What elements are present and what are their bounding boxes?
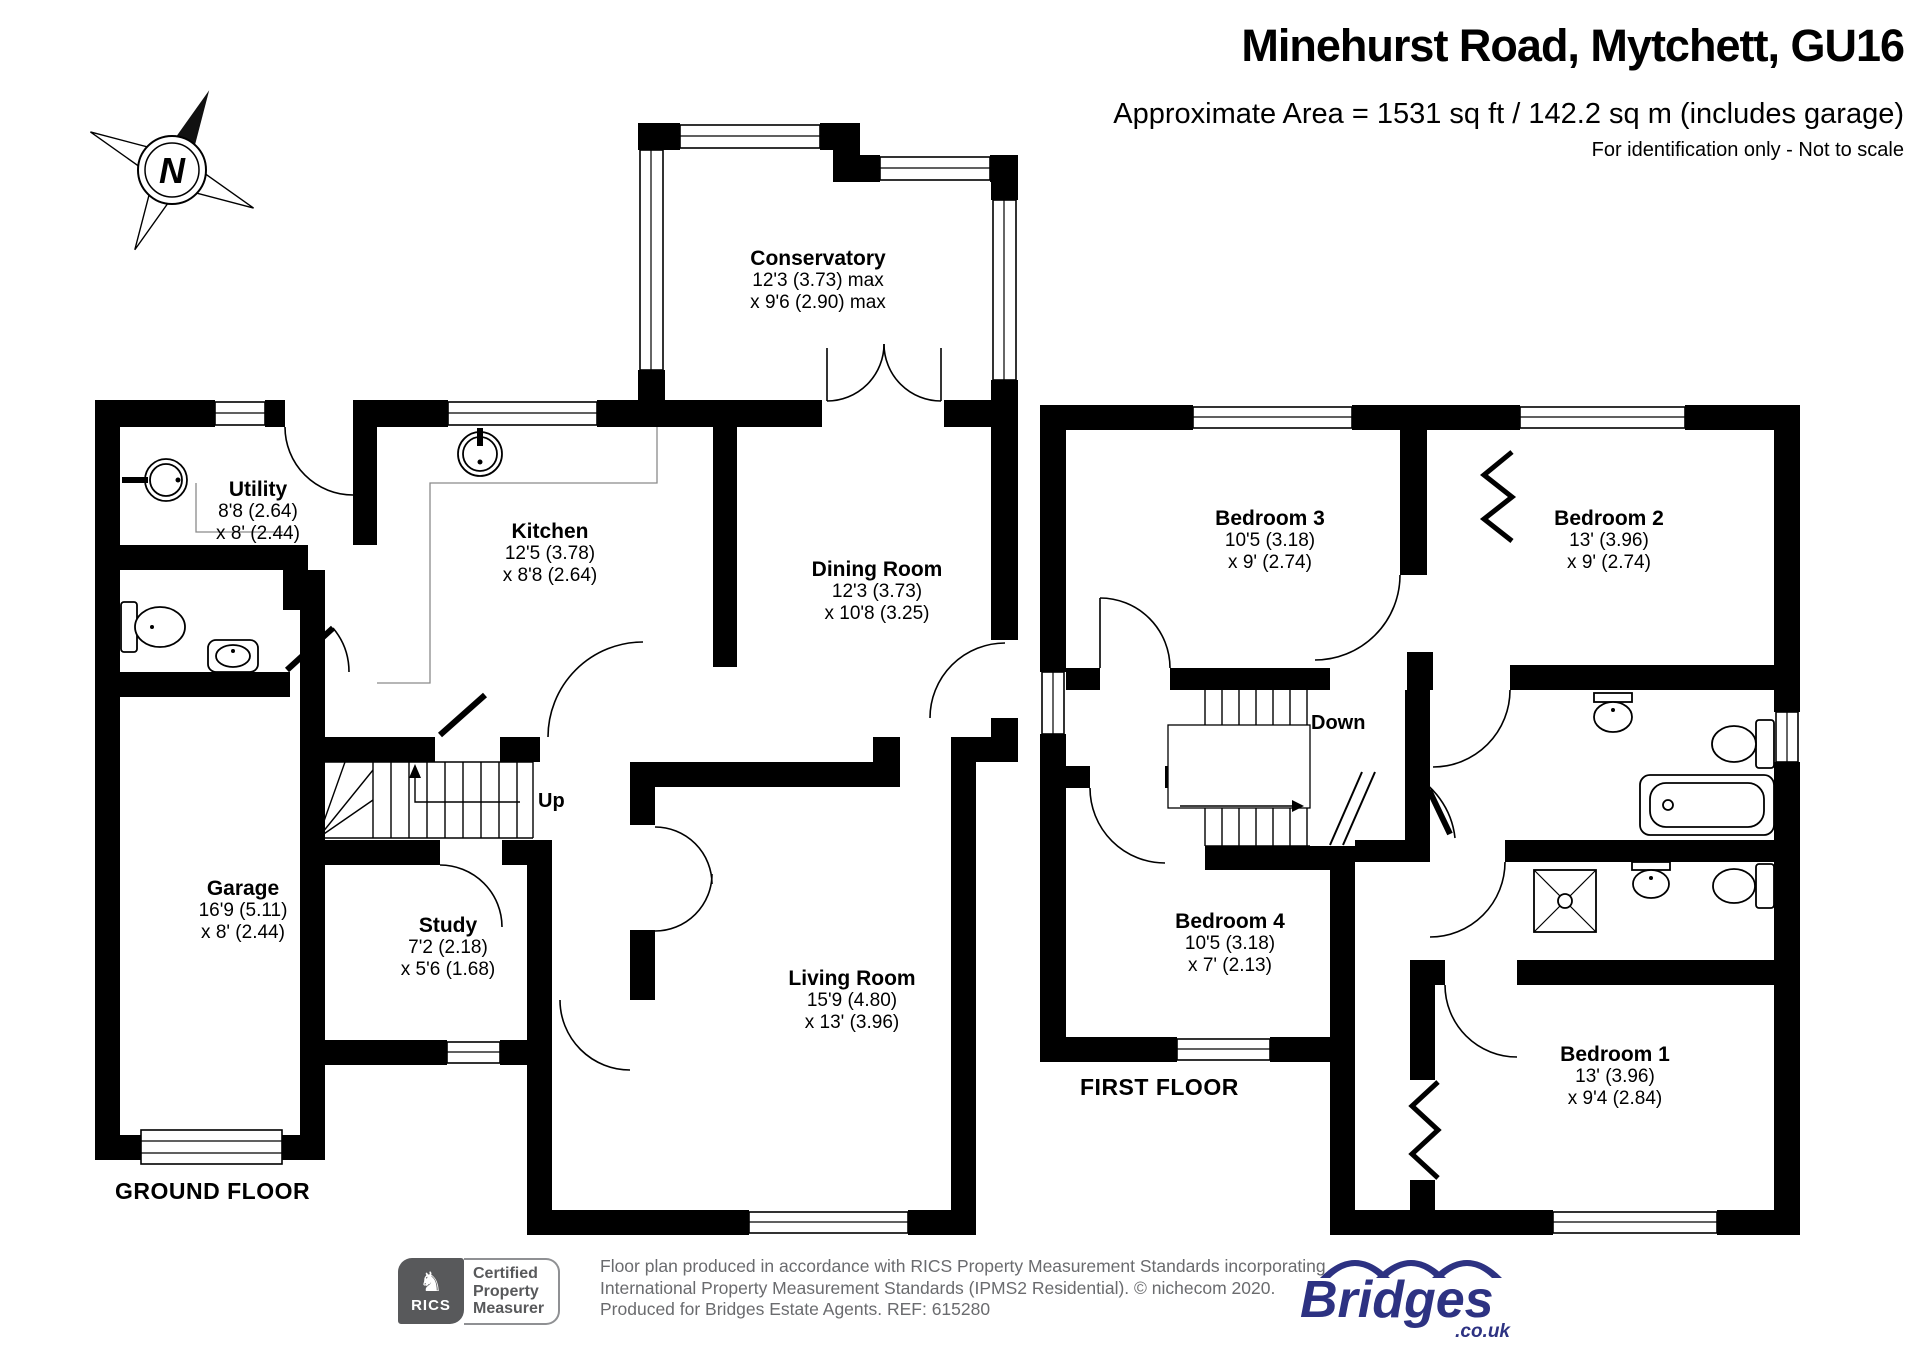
- rics-logo: ♞ RICS: [398, 1258, 464, 1324]
- disclaimer-line1: Floor plan produced in accordance with R…: [600, 1256, 1326, 1276]
- stairs-down-label: Down: [1311, 712, 1366, 734]
- bridges-logo: Bridges .co.uk: [1298, 1238, 1528, 1353]
- bifold-door: [1479, 450, 1517, 543]
- garage-door: [140, 1129, 283, 1165]
- room-label-utility: Utility 8'8 (2.64) x 8' (2.44): [216, 478, 300, 544]
- first-floor-windows: [1041, 406, 1799, 1234]
- room-label-garage: Garage 16'9 (5.11) x 8' (2.44): [198, 877, 288, 943]
- room-label-bedroom-4: Bedroom 4 10'5 (3.18) x 7' (2.13): [1175, 910, 1285, 976]
- stairs-up-label: Up: [538, 790, 565, 812]
- rics-certification-label: Certified Property Measurer: [464, 1258, 561, 1325]
- bridges-wordmark: Bridges: [1300, 1271, 1494, 1329]
- bridges-domain-suffix: .co.uk: [1455, 1321, 1511, 1342]
- first-floor-title: FIRST FLOOR: [1080, 1074, 1239, 1100]
- disclaimer-line2: International Property Measurement Stand…: [600, 1277, 1276, 1298]
- ground-floor-windows: [140, 124, 1017, 1234]
- disclaimer: Floor plan produced in accordance with R…: [600, 1256, 1326, 1321]
- toilet-icon: [1712, 863, 1775, 909]
- sink-icon: [1593, 692, 1633, 733]
- room-label-bedroom-1: Bedroom 1 13' (3.96) x 9'4 (2.84): [1560, 1043, 1670, 1109]
- room-label-living-room: Living Room 15'9 (4.80) x 13' (3.96): [788, 967, 916, 1033]
- area-summary: Approximate Area = 1531 sq ft / 142.2 sq…: [1113, 98, 1904, 130]
- first-floor-fixtures: [1533, 692, 1775, 933]
- room-label-bedroom-2: Bedroom 2 13' (3.96) x 9' (2.74): [1554, 507, 1664, 573]
- toilet-icon: [120, 601, 186, 653]
- first-floor-stairs: [1167, 685, 1376, 847]
- room-label-bedroom-3: Bedroom 3 10'5 (3.18) x 9' (2.74): [1215, 507, 1325, 573]
- first-floor-plan: [1040, 405, 1800, 1235]
- ground-floor-stairs: [304, 761, 534, 839]
- bath-icon: [1639, 774, 1775, 836]
- room-label-study: Study 7'2 (2.18) x 5'6 (1.68): [400, 914, 496, 980]
- page-title: Minehurst Road, Mytchett, GU16: [1241, 20, 1905, 71]
- ground-floor-fixtures: [120, 427, 658, 684]
- header: Minehurst Road, Mytchett, GU16 Approxima…: [1113, 20, 1905, 162]
- ground-floor-title: GROUND FLOOR: [115, 1178, 311, 1204]
- compass-north-label: N: [159, 150, 186, 191]
- room-label-kitchen: Kitchen 12'5 (3.78) x 8'8 (2.64): [502, 520, 598, 586]
- ground-floor-plan: [95, 123, 1018, 1235]
- sink-icon: [457, 428, 503, 477]
- compass-rose: N: [90, 90, 254, 251]
- ground-floor-doors: [284, 343, 1006, 1071]
- bifold-door: [1408, 1080, 1442, 1180]
- sink-icon: [1631, 861, 1671, 899]
- disclaimer-line3: Produced for Bridges Estate Agents. REF:…: [600, 1299, 991, 1319]
- rics-lion-icon: ♞: [418, 1266, 444, 1297]
- first-floor-doors: [1089, 450, 1518, 1180]
- shower-icon: [1533, 869, 1597, 933]
- bridges-arcs-icon: [1320, 1260, 1502, 1278]
- basin-icon: [207, 639, 259, 673]
- toilet-icon: [1711, 719, 1775, 769]
- first-floor-walls: [1040, 405, 1800, 1235]
- room-label-dining-room: Dining Room 12'3 (3.73) x 10'8 (3.25): [811, 558, 943, 624]
- sink-icon: [122, 458, 188, 502]
- scale-note: For identification only - Not to scale: [1591, 139, 1904, 161]
- room-label-conservatory: Conservatory 12'3 (3.73) max x 9'6 (2.90…: [750, 247, 886, 313]
- rics-badge: ♞ RICS Certified Property Measurer: [398, 1258, 561, 1325]
